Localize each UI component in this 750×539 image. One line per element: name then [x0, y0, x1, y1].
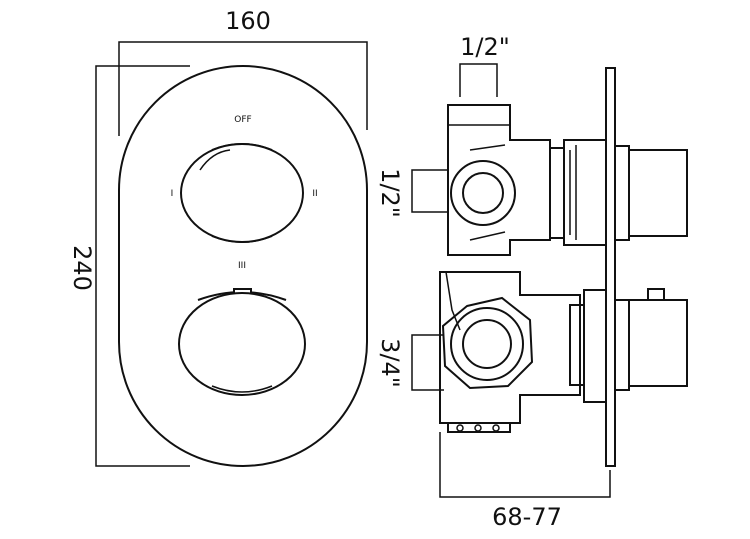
wall-plate: [605, 67, 616, 467]
height-dimension-line: [95, 65, 190, 467]
lower-collar: [614, 299, 630, 391]
lower-body-foot: [447, 423, 511, 433]
label-position-2: II: [312, 189, 317, 199]
label-position-1: I: [171, 189, 174, 199]
faceplate-outline: [118, 65, 368, 467]
lower-handle-side: [628, 299, 688, 387]
lower-port-inner: [462, 319, 512, 369]
label-off: OFF: [234, 115, 251, 125]
foot-bolt-1: [456, 424, 464, 432]
depth-dimension-label: 68-77: [492, 503, 562, 531]
bottom-inlet-dimension: [411, 334, 444, 391]
upper-body-chamfer-top: [469, 144, 506, 151]
lower-port-hex: [441, 296, 534, 390]
top-handle: [180, 143, 304, 243]
bottom-handle-knob: [178, 292, 306, 396]
upper-port-outer: [450, 160, 516, 226]
top-handle-knob: [180, 143, 304, 243]
upper-body-chamfer-bottom: [469, 231, 506, 241]
bottom-handle: [178, 288, 306, 396]
top-handle-highlight: [199, 149, 231, 171]
top-inlet-dimension: [459, 63, 498, 97]
upper-valve-body: [447, 104, 688, 256]
bottom-inlet-label: 3/4": [376, 338, 404, 388]
left-inlet-dimension: [411, 169, 448, 213]
left-inlet-label: 1/2": [376, 168, 404, 218]
lower-port-outer: [450, 307, 524, 381]
lower-body-outline: [439, 271, 581, 424]
lower-nut: [569, 304, 585, 386]
upper-port-inner: [462, 172, 504, 214]
foot-bolt-2: [474, 424, 482, 432]
upper-collar: [614, 145, 630, 241]
side-view: 1/2" 1/2" 3/4": [376, 33, 688, 531]
height-dimension-label: 240: [68, 245, 96, 291]
top-inlet-label: 1/2": [460, 33, 510, 61]
lower-valve-body: [439, 271, 688, 433]
width-dimension: 160: [118, 7, 368, 136]
upper-nut: [549, 147, 565, 239]
upper-cartridge: [563, 139, 607, 246]
front-view: 160 240 OFF I II III: [68, 7, 368, 467]
foot-bolt-3: [492, 424, 500, 432]
label-position-3: III: [238, 261, 246, 271]
upper-handle-side: [628, 149, 688, 237]
height-dimension: 240: [68, 65, 190, 467]
bottom-handle-lower-rim: [211, 385, 273, 393]
depth-dimension-line: [439, 432, 611, 498]
lower-handle-tab: [647, 288, 665, 301]
width-dimension-label: 160: [225, 7, 271, 35]
lower-cartridge: [583, 289, 607, 403]
width-dimension-line: [118, 41, 368, 136]
upper-body-outline: [447, 104, 551, 256]
